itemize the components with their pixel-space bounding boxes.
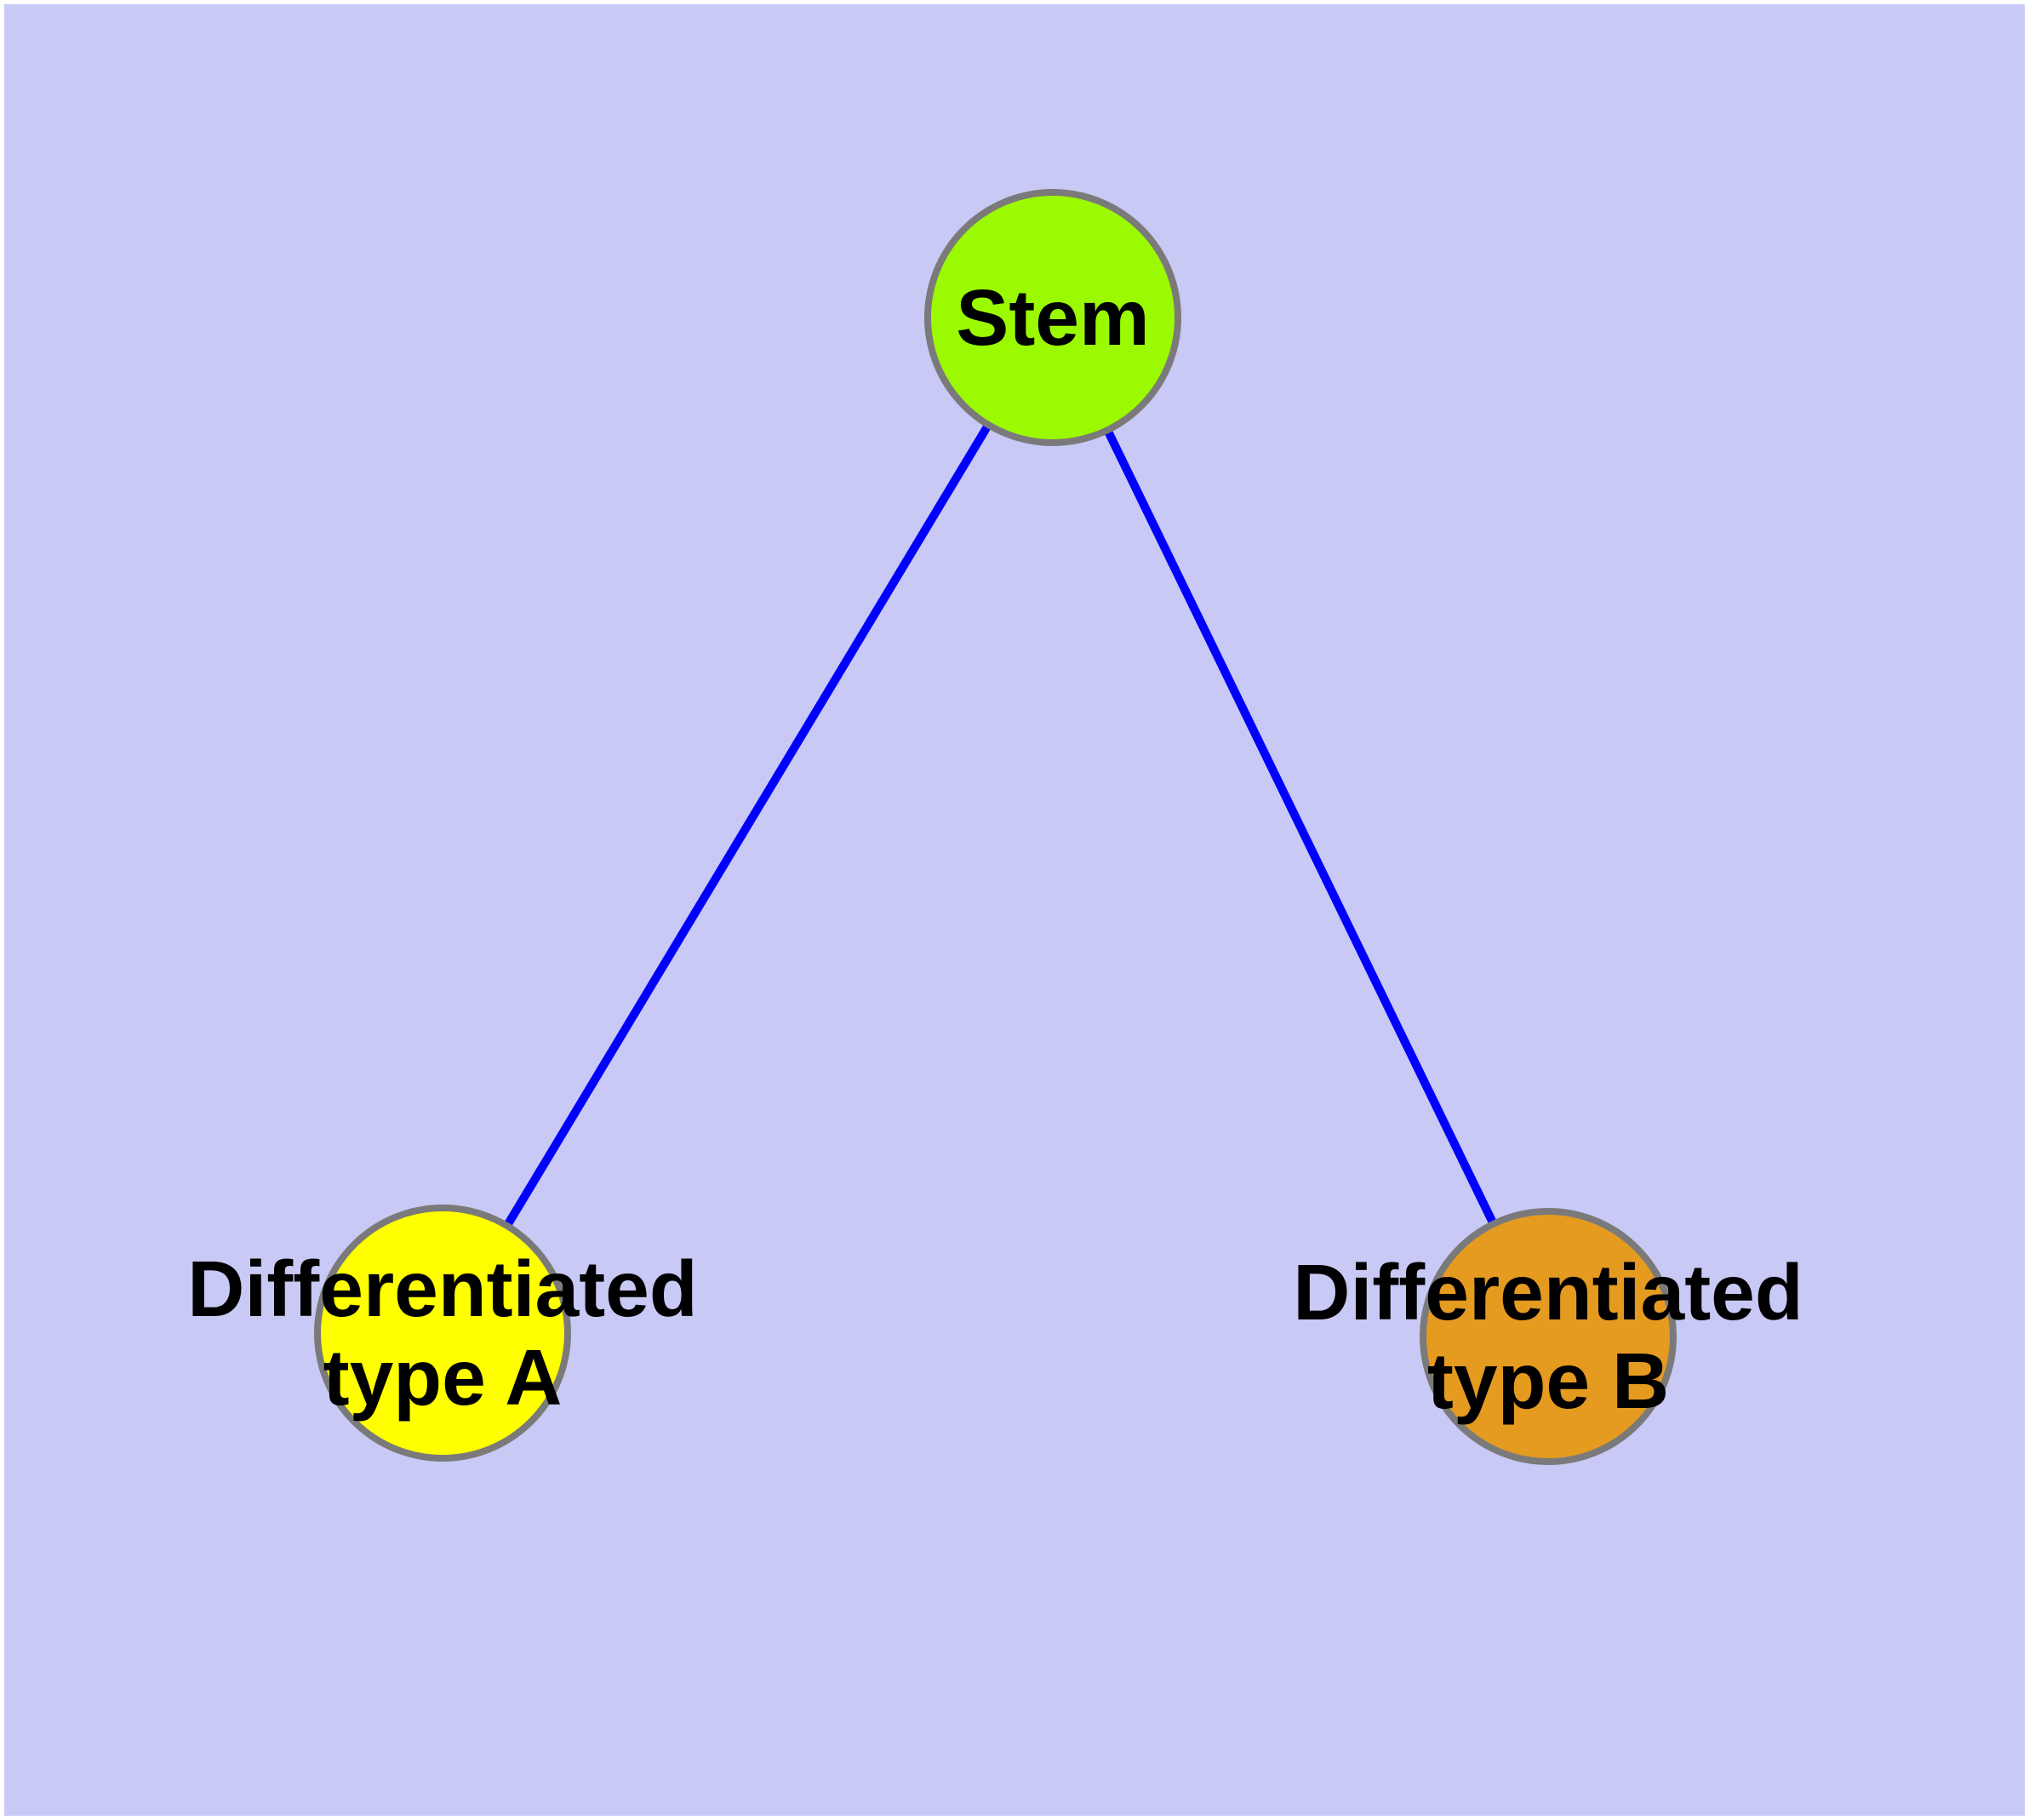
type-a-label-line-2: type A [323, 1333, 563, 1422]
edge-stem-to-type-a [438, 315, 1057, 1336]
differentiated-type-a-node-label: Differentiated type A [187, 1245, 697, 1422]
differentiated-type-a-node[interactable] [314, 1205, 571, 1462]
differentiated-type-b-node-label: Differentiated type B [1293, 1248, 1803, 1425]
stem-node-label: Stem [956, 273, 1149, 362]
type-b-label-line-1: Differentiated [1293, 1247, 1803, 1336]
edge-stem-to-type-b [1049, 315, 1552, 1339]
stem-node[interactable] [924, 189, 1181, 446]
type-b-label-line-2: type B [1426, 1336, 1670, 1425]
stem-label-line: Stem [956, 272, 1150, 362]
type-a-label-line-1: Differentiated [187, 1244, 698, 1333]
differentiated-type-b-node[interactable] [1420, 1208, 1677, 1465]
